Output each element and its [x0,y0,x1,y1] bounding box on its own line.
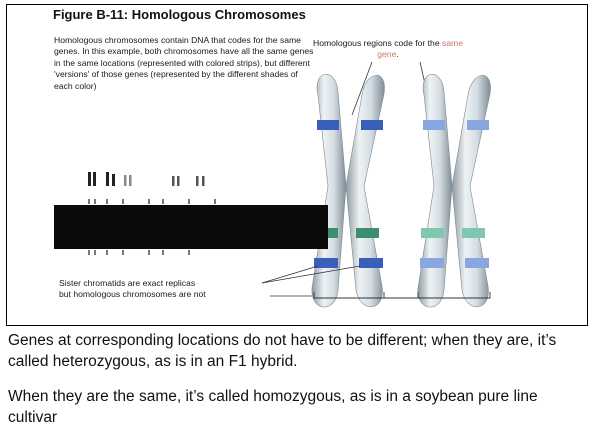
band-2a-blue-light [423,120,445,130]
band-1b-green [356,228,379,238]
chromatid-2b [452,75,490,306]
karyotype-mini-chromosomes [88,172,205,186]
band-2b-blue-light [467,120,489,130]
band-1b-blue-lower [359,258,383,268]
chromatid-2a [418,74,452,307]
band-2b-green-light [462,228,485,238]
chromatid-1b [346,75,384,306]
caption-paragraph-homozygous: When they are the same, it’s called homo… [8,386,586,428]
sister-chromatids-label: Sister chromatids are exact replicas but… [59,278,309,301]
sister-label-line1: Sister chromatids are exact replicas [59,278,309,289]
band-1b-blue [361,120,383,130]
band-2a-blue-light-lower [420,258,444,268]
caption-paragraph-heterozygous: Genes at corresponding locations do not … [8,330,586,372]
band-2b-blue-light-lower [465,258,489,268]
sister-label-line2: but homologous chromosomes are not [59,289,309,300]
chromosome-pair-right [418,74,491,307]
band-2a-green-light [421,228,444,238]
chromatid-1a [312,74,346,307]
caption-text: Genes at corresponding locations do not … [8,330,586,428]
karyotype-bar [54,205,328,249]
band-1a-blue [317,120,339,130]
